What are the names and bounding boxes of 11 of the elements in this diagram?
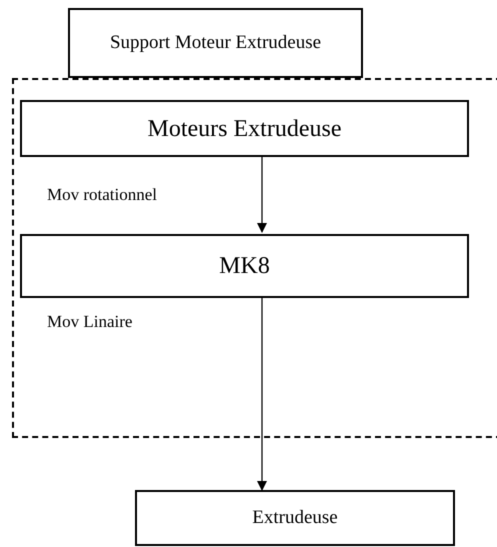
dashed-group-box — [12, 78, 497, 438]
node-text: Support Moteur Extrudeuse — [110, 30, 322, 55]
process-box — [20, 100, 469, 157]
process-box — [20, 234, 469, 298]
process-box — [68, 8, 363, 78]
node-text: Moteurs Extrudeuse — [148, 114, 342, 144]
node-text: MK8 — [219, 252, 270, 281]
process-box — [135, 490, 455, 546]
arrow — [257, 296, 267, 491]
arrow — [257, 155, 267, 233]
node-text: Extrudeuse — [252, 506, 338, 530]
